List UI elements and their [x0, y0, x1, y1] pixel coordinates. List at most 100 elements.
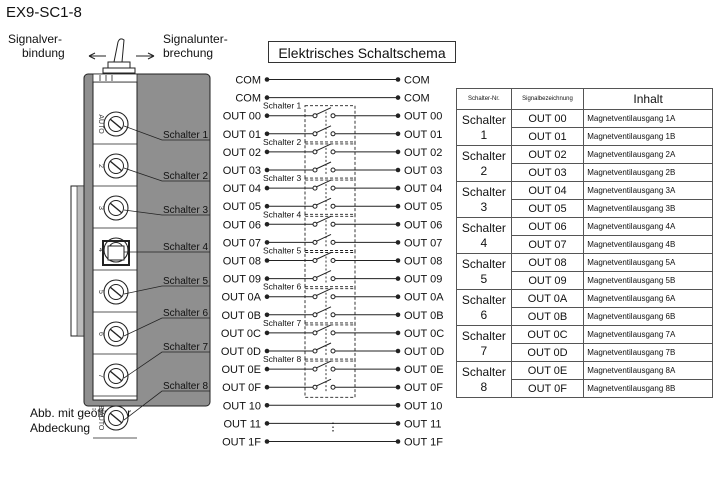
- contact-node: [330, 330, 336, 336]
- row-label-right: OUT 00: [404, 111, 442, 123]
- contact-node: [330, 239, 336, 245]
- row-label-right: OUT 02: [404, 147, 442, 159]
- dial-slot: [109, 286, 123, 298]
- table-cell-content: Magnetventilausgang 8B: [583, 379, 713, 398]
- switch-word: Schalter: [461, 328, 506, 343]
- row-label-right: COM: [404, 93, 430, 105]
- ellipsis-dots: ⋮: [328, 421, 339, 433]
- switch-blade: [315, 179, 332, 188]
- row-label-left: OUT 03: [223, 165, 261, 177]
- switch-word: Schalter: [461, 148, 506, 163]
- arrow-interrupt-head: [147, 52, 155, 60]
- row-label-right: OUT 07: [404, 237, 442, 249]
- switch-number: 3: [480, 199, 488, 214]
- schema-title: Elektrisches Schaltschema: [268, 41, 456, 63]
- switch-box-label: Schalter 1: [263, 101, 302, 111]
- table-cell-signal: OUT 00: [510, 109, 585, 128]
- row-label-left: OUT 06: [223, 219, 261, 231]
- selector-frame-inner: [107, 245, 125, 261]
- contact-node: [330, 185, 336, 191]
- row-label-right: OUT 09: [404, 274, 442, 286]
- switch-callout-label: Schalter 4: [163, 242, 208, 253]
- table-cell-signal: OUT 02: [510, 145, 585, 164]
- toggle-label-connect-line1: Signalver-: [8, 32, 63, 46]
- row-label-right: OUT 0C: [404, 328, 444, 340]
- switch-blade: [315, 360, 332, 369]
- switch-box: [304, 322, 356, 362]
- contact-node: [330, 294, 336, 300]
- row-label-left: OUT 08: [223, 256, 261, 268]
- switch-word: Schalter: [461, 184, 506, 199]
- dial-slot: [109, 328, 123, 340]
- toggle-lever: [113, 38, 125, 63]
- toggle-collar: [107, 61, 131, 69]
- table-cell-signal: OUT 0D: [510, 343, 585, 362]
- row-label-left: OUT 10: [223, 400, 261, 412]
- switch-number: 1: [480, 127, 488, 142]
- row-label-left: OUT 0E: [221, 364, 261, 376]
- connector-marking: AUTO: [97, 114, 104, 134]
- switch-box: [304, 358, 356, 398]
- row-label-left: OUT 0C: [221, 328, 261, 340]
- toggle-label-interrupt: Signalunter- brechung: [163, 32, 228, 60]
- table-cell-content: Magnetventilausgang 6B: [583, 307, 713, 326]
- contact-node: [330, 366, 336, 372]
- switch-box: [304, 177, 356, 217]
- row-label-left: OUT 00: [223, 111, 261, 123]
- toggle-label-interrupt-line1: Signalunter-: [163, 32, 228, 46]
- table-header-content: Inhalt: [583, 88, 713, 110]
- switch-blade: [315, 215, 332, 224]
- row-label-left: OUT 0F: [222, 382, 261, 394]
- toggle-label-interrupt-line2: brechung: [163, 46, 214, 60]
- table-header-row: Schalter-Nr. Signalbezeichnung Inhalt: [456, 88, 713, 110]
- table-cell-content: Magnetventilausgang 5A: [583, 253, 713, 272]
- contact-node: [330, 113, 336, 119]
- switch-box-label: Schalter 8: [263, 354, 302, 364]
- row-label-right: OUT 0F: [404, 382, 443, 394]
- switch-box-label: Schalter 7: [263, 318, 302, 328]
- row-label-left: OUT 0B: [221, 310, 261, 322]
- leader-line: [123, 285, 210, 295]
- table-cell-content: Magnetventilausgang 8A: [583, 361, 713, 380]
- switch-blade: [315, 125, 332, 134]
- table-cell-signal: OUT 07: [510, 235, 585, 254]
- device-top-cap: [92, 73, 138, 83]
- dial-slot: [109, 202, 123, 214]
- contact-node: [330, 384, 336, 390]
- switch-callout-label: Schalter 1: [163, 130, 208, 141]
- switch-box-label: Schalter 3: [263, 173, 302, 183]
- switch-word: Schalter: [461, 256, 506, 271]
- leader-line: [123, 209, 210, 216]
- table-cell-content: Magnetventilausgang 4B: [583, 235, 713, 254]
- row-label-left: OUT 01: [223, 129, 261, 141]
- dial-slot: [109, 118, 123, 130]
- contact-node: [330, 276, 336, 282]
- table-cell-content: Magnetventilausgang 6A: [583, 289, 713, 308]
- switch-blade: [315, 107, 332, 116]
- switch-blade: [315, 233, 332, 242]
- table-header-switch: Schalter-Nr.: [456, 88, 512, 110]
- switch-blade: [315, 270, 332, 279]
- switch-box: [304, 141, 356, 181]
- row-label-right: OUT 01: [404, 129, 442, 141]
- row-label-right: OUT 0E: [404, 364, 444, 376]
- leader-line: [123, 125, 210, 141]
- switch-blade: [315, 143, 332, 152]
- table-cell-content: Magnetventilausgang 3B: [583, 199, 713, 218]
- figure-caption-line2: Abdeckung: [30, 421, 91, 435]
- table-cell-signal: OUT 04: [510, 181, 585, 200]
- switch-blade: [315, 197, 332, 206]
- contact-node: [330, 221, 336, 227]
- switch-box: [304, 250, 356, 290]
- row-label-right: COM: [404, 75, 430, 87]
